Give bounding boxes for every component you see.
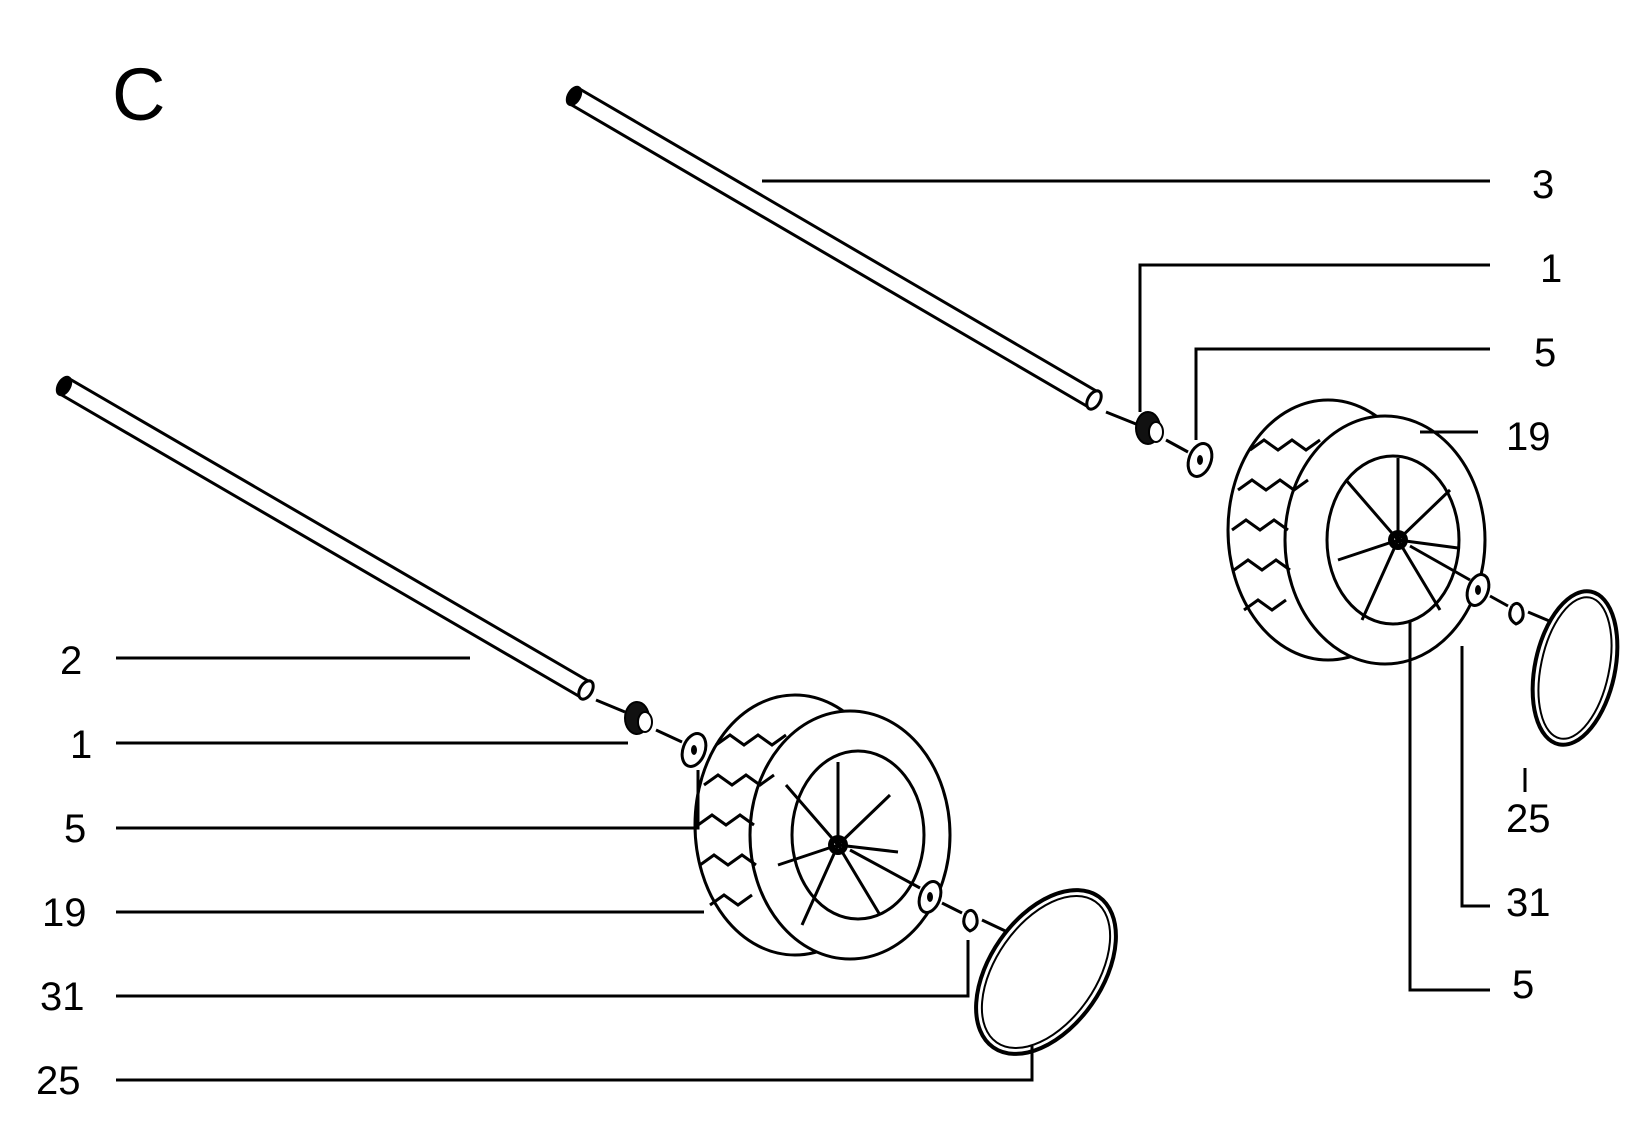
upper-leaders (762, 179, 1527, 992)
lower-leaders (116, 656, 1034, 1082)
callout-upper-wheel: 19 (1506, 415, 1551, 459)
callout-upper-washer-inner: 5 (1534, 331, 1556, 375)
callout-lower-washer-inner: 5 (64, 807, 86, 851)
lower-washer-outer (917, 880, 943, 914)
lower-axle (55, 375, 595, 701)
upper-assembly (565, 85, 1620, 747)
lower-washer-inner (680, 732, 708, 768)
upper-clip (1508, 601, 1525, 626)
upper-hubcap (1530, 589, 1620, 747)
upper-washer-outer (1465, 573, 1491, 607)
lower-assembly (55, 375, 1118, 1056)
lower-hubcap (974, 888, 1118, 1056)
upper-axle (565, 85, 1103, 411)
callout-lower-axle: 2 (60, 639, 82, 683)
lower-clip (962, 908, 979, 933)
callout-lower-hubcap: 25 (36, 1059, 81, 1103)
callout-upper-axle: 3 (1532, 163, 1554, 207)
callout-upper-clip: 31 (1506, 881, 1551, 925)
callout-upper-hubcap: 25 (1506, 797, 1551, 841)
callout-upper-washer-outer: 5 (1512, 963, 1534, 1007)
upper-wheel (1226, 398, 1487, 666)
callout-lower-bushing: 1 (70, 723, 92, 767)
callout-lower-clip: 31 (40, 975, 85, 1019)
callout-lower-wheel: 19 (42, 891, 87, 935)
lower-wheel (693, 693, 952, 961)
upper-washer-inner (1186, 442, 1214, 478)
callout-upper-bushing: 1 (1540, 247, 1562, 291)
lower-bushing (624, 701, 653, 735)
upper-bushing (1135, 411, 1164, 445)
section-label: C (112, 53, 165, 136)
